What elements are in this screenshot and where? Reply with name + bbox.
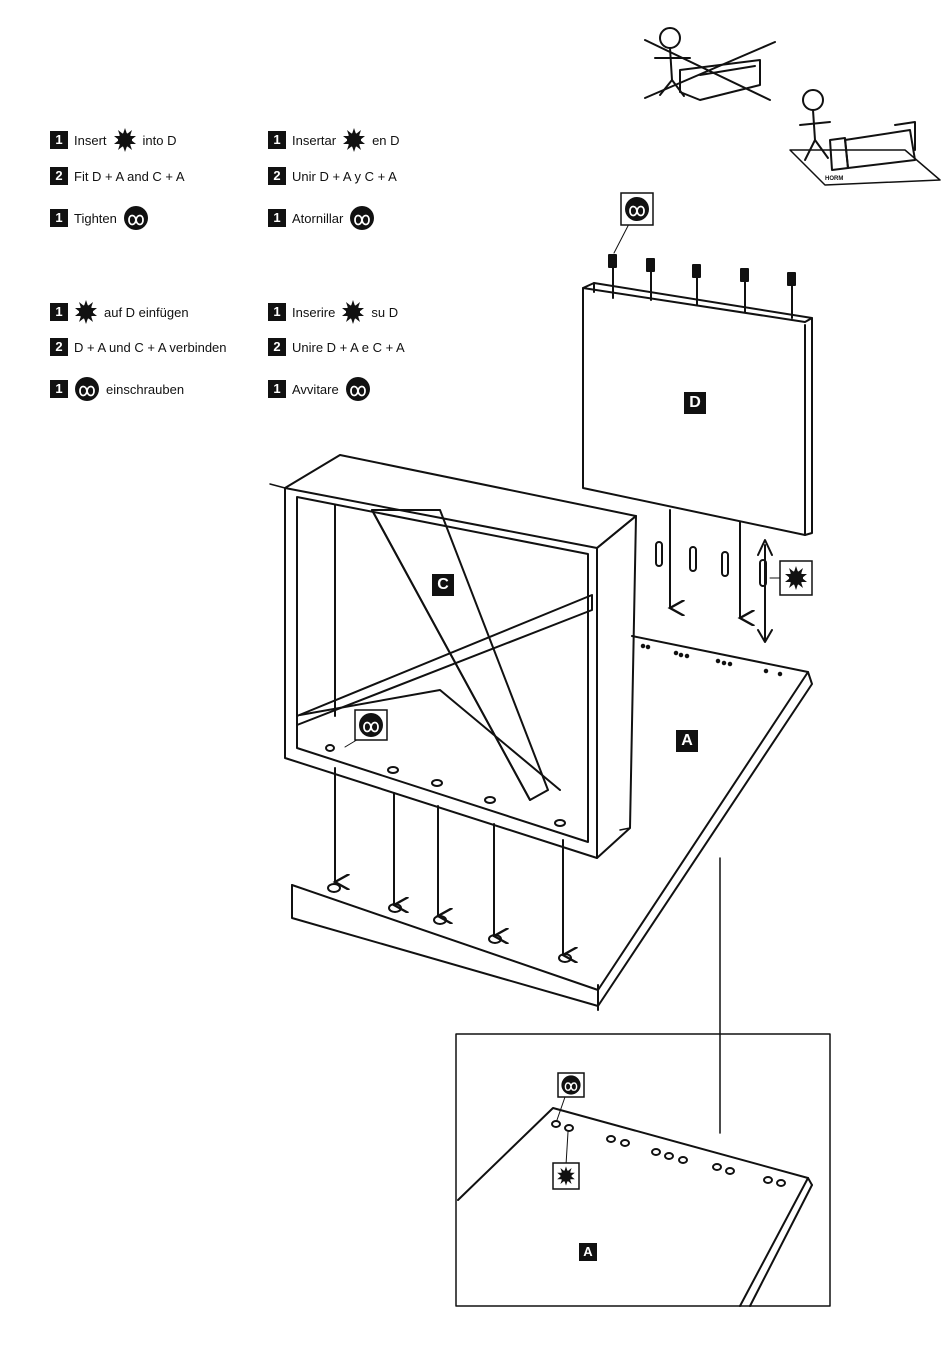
- panel-d: [583, 222, 812, 642]
- part-label-d: D: [684, 392, 706, 414]
- burst-icon: [553, 1163, 579, 1189]
- part-label-c: C: [432, 574, 454, 596]
- wrong-way-illustration: [645, 28, 775, 100]
- screw-icon: [558, 1073, 584, 1097]
- correct-way-illustration: [790, 90, 940, 185]
- screw-icon: [621, 193, 653, 225]
- detail-view: [456, 1034, 830, 1306]
- screw-icon: [355, 710, 387, 740]
- part-label-a-detail: A: [579, 1243, 597, 1261]
- panel-a-holes: [642, 645, 782, 676]
- brand-logo: HORM: [825, 176, 843, 182]
- part-label-a: A: [676, 730, 698, 752]
- burst-icon: [780, 561, 812, 595]
- base-panel-a: [292, 636, 812, 1010]
- box-c: [270, 455, 636, 962]
